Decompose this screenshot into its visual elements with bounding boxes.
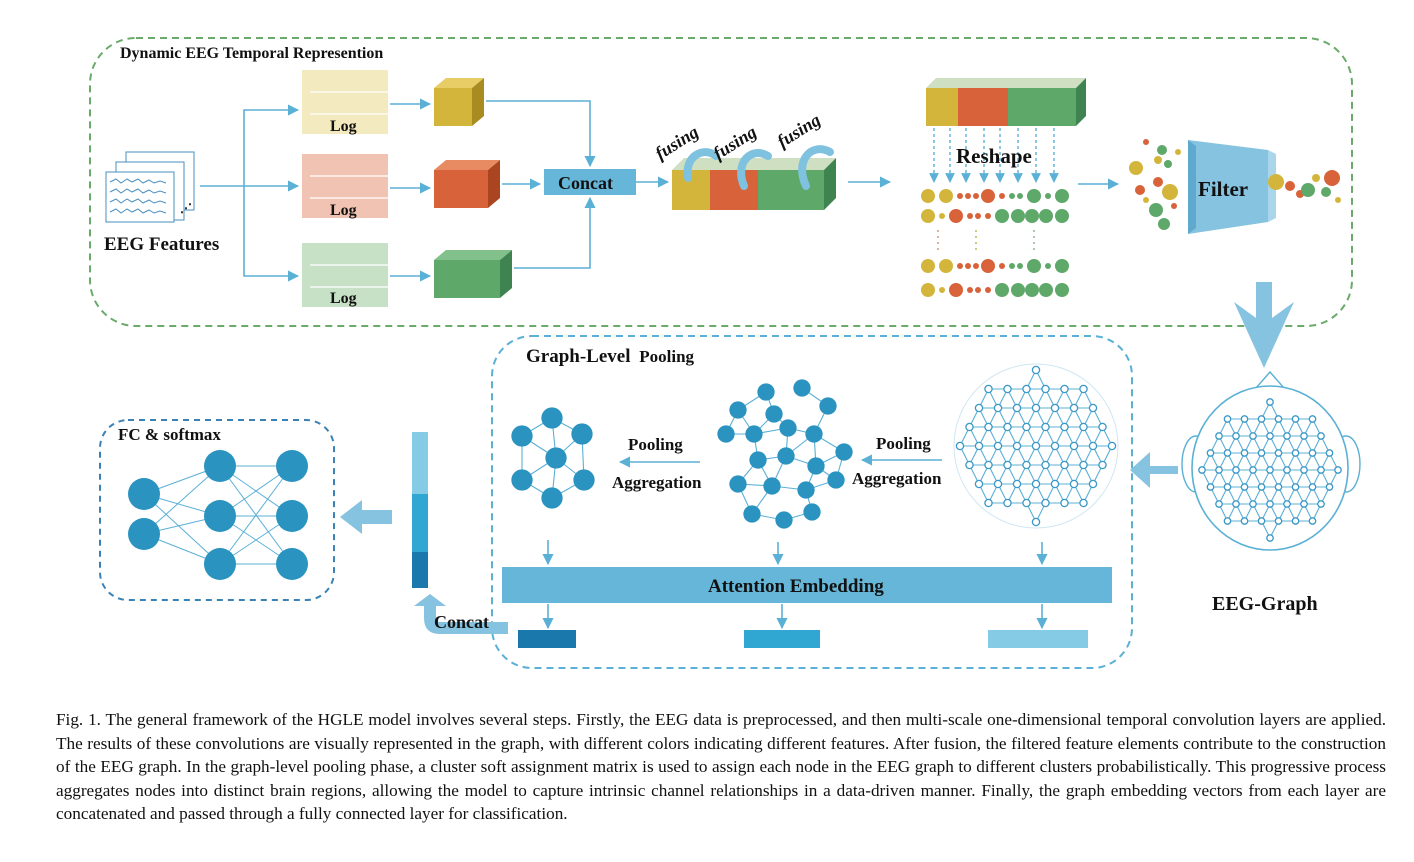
eeg-graph-head [1181, 370, 1361, 551]
post-filter-dots [1268, 170, 1341, 203]
attention-embedding-label: Attention Embedding [708, 576, 884, 597]
filter-funnel [1188, 140, 1276, 234]
pooling-section-title: Graph-Level Pooling [526, 346, 695, 367]
svg-text:⋰: ⋰ [180, 201, 192, 215]
cube-yellow [434, 78, 484, 126]
concat-curve-arrow [414, 594, 508, 634]
fusing-label-3: fusing [774, 110, 824, 152]
filter-label: Filter [1198, 177, 1248, 201]
concatenated-vector [412, 432, 428, 588]
log-block-orange: Log [302, 154, 388, 219]
pooling-section-border [491, 335, 1133, 669]
from-attention-arrows [542, 604, 1048, 630]
pre-filter-dots [1129, 139, 1181, 230]
log-label-3: Log [330, 290, 357, 307]
fc-section-title: FC & softmax [118, 425, 221, 444]
embedding-vector-3 [988, 630, 1088, 648]
pooling-label-1: Pooling [876, 434, 931, 453]
embedding-vector-2 [744, 630, 820, 648]
attention-embedding-bar [502, 567, 1112, 603]
eeg-graph-label: EEG-Graph [1212, 593, 1318, 615]
arrow-to-fc [340, 500, 392, 534]
embedding-vector-1 [518, 630, 576, 648]
to-attention-arrows [542, 540, 1048, 566]
log-block-yellow: Log [302, 70, 388, 135]
log-block-green: Log [302, 243, 388, 307]
cube-orange [434, 160, 500, 208]
left-arrow-to-pooling [1130, 452, 1178, 488]
graph-level-3 [511, 407, 595, 509]
aggregation-label-1: Aggregation [852, 469, 942, 488]
concat-bottom-label: Concat [434, 612, 489, 632]
fc-network [128, 450, 308, 580]
reshape-label: Reshape [956, 144, 1032, 168]
temporal-section-border [89, 37, 1353, 327]
log-label-2: Log [330, 202, 357, 219]
eeg-features-label: EEG Features [104, 234, 219, 255]
cube-green [434, 250, 512, 298]
pooling-label-2: Pooling [628, 435, 683, 454]
log-label-1: Log [330, 118, 357, 135]
log-to-cube-arrows [390, 98, 432, 282]
concat-label: Concat [558, 173, 613, 193]
figure-caption: Fig. 1. The general framework of the HGL… [56, 710, 1386, 824]
graph-level-2 [717, 379, 853, 529]
fc-section-border [99, 419, 335, 601]
fused-bar [672, 158, 836, 210]
reshape-dashed-arrows [929, 128, 1059, 183]
graph-level-1 [953, 363, 1119, 529]
concat-box [544, 169, 636, 195]
temporal-section-title: Dynamic EEG Temporal Represention [120, 45, 383, 62]
fusing-arrows [683, 145, 834, 190]
eeg-features-icon: ⋰ [105, 151, 195, 223]
framework-diagram: Dynamic EEG Temporal Represention ⋰ EEG … [89, 37, 1361, 669]
cube-to-concat-arrows [486, 100, 670, 269]
aggregation-label-2: Aggregation [612, 473, 702, 492]
branch-arrows [200, 104, 300, 282]
down-arrow [1234, 282, 1294, 368]
reshape-bar [926, 78, 1086, 126]
reshape-dots [921, 189, 1069, 297]
